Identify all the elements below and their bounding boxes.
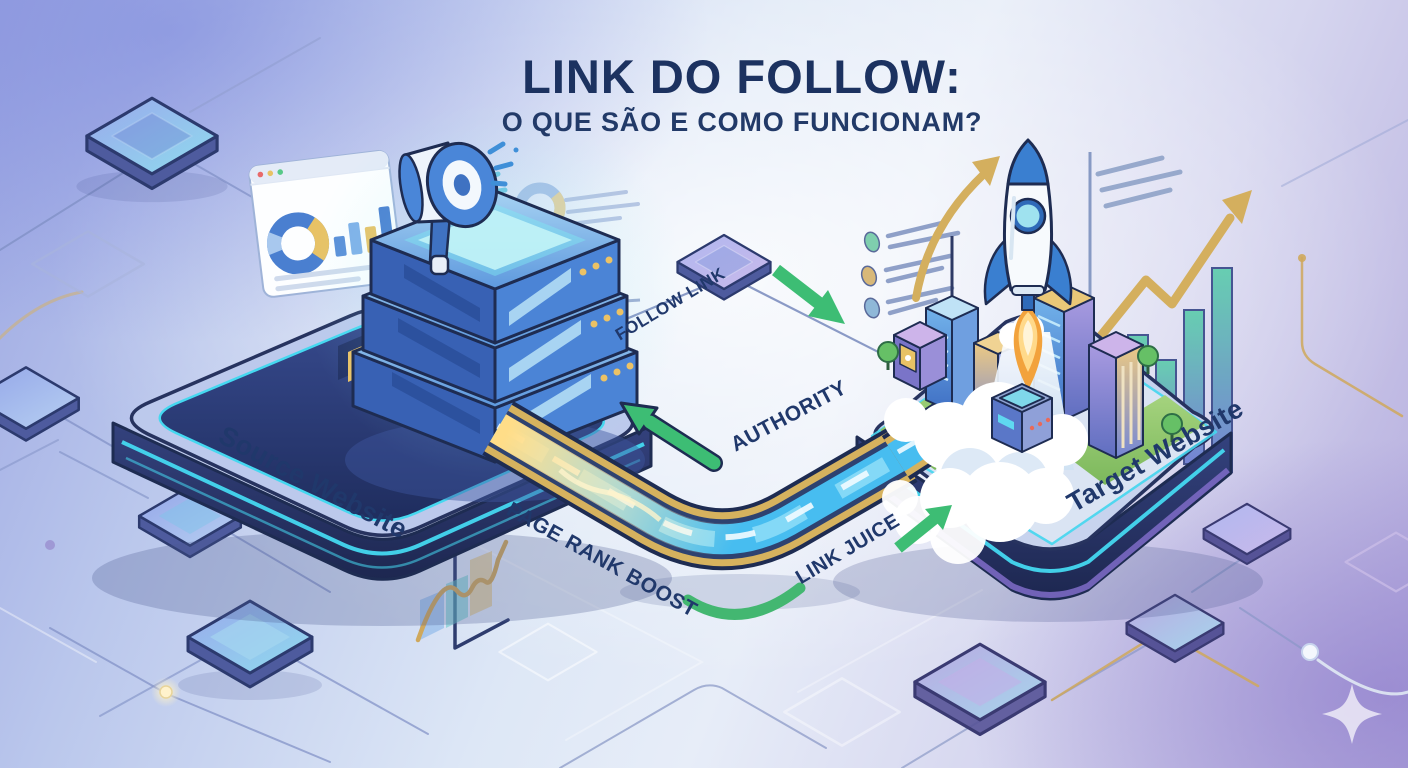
green-arrow-link-juice <box>894 505 952 553</box>
chip-nodes <box>0 96 1292 737</box>
green-arc <box>682 582 806 620</box>
line-chart-icon <box>415 539 510 650</box>
title-block: LINK DO FOLLOW: O QUE SÃO E COMO FUNCION… <box>462 52 1022 138</box>
rocket-icon <box>983 138 1073 390</box>
chip-node-icon <box>676 233 772 301</box>
link-pipe <box>482 401 918 610</box>
building-icon <box>991 383 1053 453</box>
traffic-light-green <box>277 169 284 175</box>
chip-node-icon <box>137 485 243 559</box>
page-title: LINK DO FOLLOW: <box>522 50 962 103</box>
chip-node-icon <box>0 366 80 442</box>
green-arrows <box>619 264 952 620</box>
chip-node-icon <box>1125 593 1225 664</box>
green-arrow-authority <box>619 401 723 472</box>
chip-node-icon <box>76 96 228 203</box>
megaphone-icon <box>398 141 519 276</box>
ghost-diamonds <box>30 230 1408 747</box>
chip-node-icon <box>1202 502 1292 566</box>
traffic-light-red <box>257 171 264 178</box>
green-arrow-follow-link <box>772 264 845 324</box>
chip-node-icon <box>913 642 1047 737</box>
zigzag-arrow-icon <box>1091 190 1252 347</box>
glow-nodes <box>151 643 1382 744</box>
traffic-light-yellow <box>267 170 274 177</box>
sparkle-icon <box>1322 684 1382 744</box>
trees <box>877 341 1183 442</box>
checklist-icon <box>860 219 961 319</box>
tree-icon <box>877 341 899 370</box>
page-subtitle: O QUE SÃO E COMO FUNCIONAM? <box>501 107 983 138</box>
tree-icon <box>1161 413 1183 442</box>
chip-node-icon <box>178 599 322 700</box>
tree-icon <box>1137 345 1159 374</box>
server-stack-icon <box>305 100 685 480</box>
growth-arrow-icon <box>912 156 1000 302</box>
